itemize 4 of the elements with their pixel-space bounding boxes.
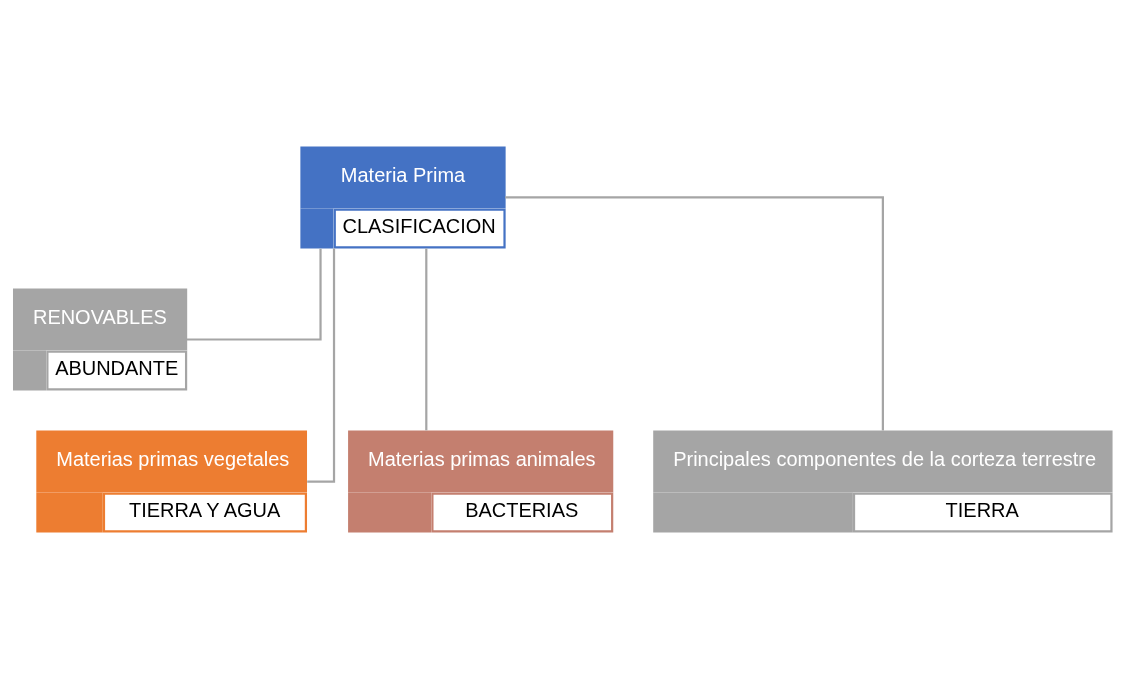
connector: [505, 196, 884, 431]
connector: [307, 248, 336, 483]
connector: [425, 248, 428, 431]
connector: [186, 248, 322, 341]
